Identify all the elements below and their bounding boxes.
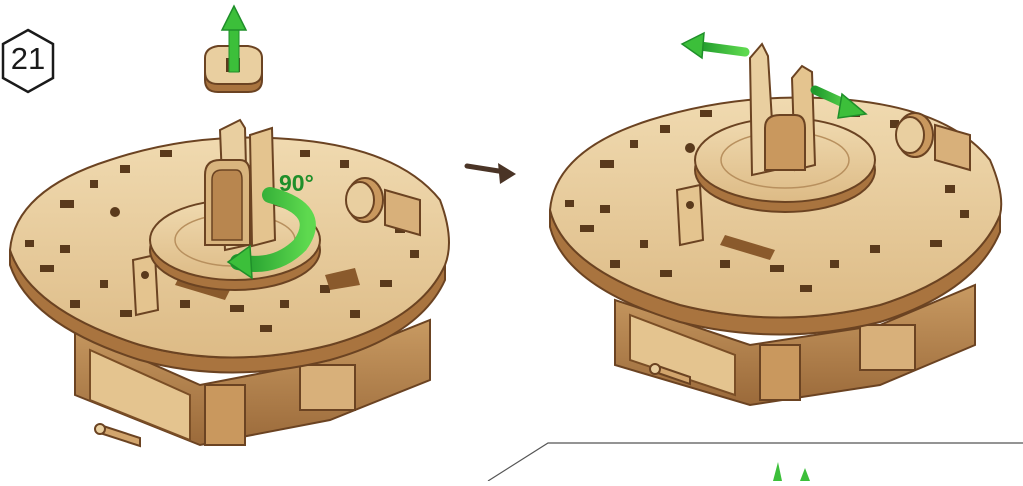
right-assembly [550,33,1001,405]
next-step-panel-edge [488,443,1023,481]
left-assembly [10,6,449,446]
transition-arrow-icon [467,163,516,184]
rotation-angle-label: 90° [279,170,314,197]
step-number: 21 [2,41,54,77]
